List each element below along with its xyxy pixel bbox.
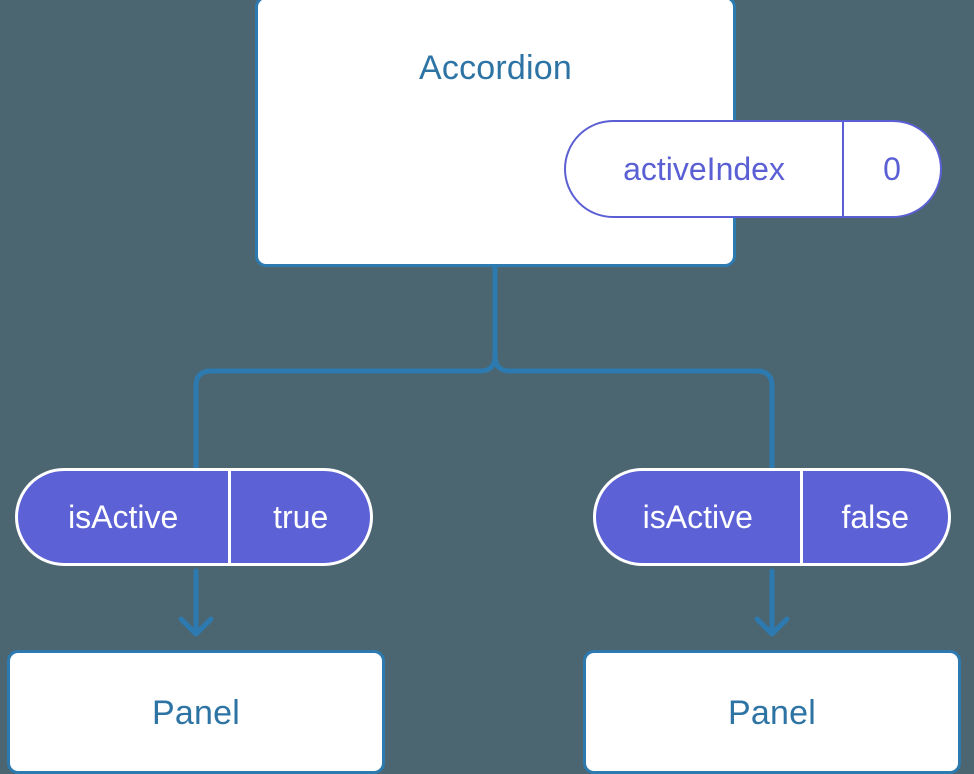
connector-branch-right bbox=[492, 263, 775, 471]
prop-pill-is-active-true[interactable]: isActive true bbox=[15, 468, 373, 566]
connector-branch-left bbox=[193, 263, 498, 471]
panel-card-left-title: Panel bbox=[152, 694, 240, 732]
arrow-left-pill-to-panel bbox=[178, 568, 214, 637]
panel-component-card-left[interactable]: Panel bbox=[7, 650, 385, 774]
prop-pill-is-active-false-value: false bbox=[841, 498, 910, 535]
accordion-card-title: Accordion bbox=[419, 49, 572, 87]
state-pill-active-index-value: 0 bbox=[883, 150, 901, 187]
arrow-right-pill-to-panel bbox=[754, 568, 790, 637]
panel-component-card-right[interactable]: Panel bbox=[583, 650, 961, 774]
prop-pill-is-active-true-key: isActive bbox=[18, 471, 232, 563]
prop-pill-is-active-false[interactable]: isActive false bbox=[593, 468, 951, 566]
state-pill-active-index[interactable]: activeIndex 0 bbox=[564, 120, 942, 218]
accordion-component-card[interactable]: Accordion activeIndex 0 bbox=[255, 0, 942, 267]
prop-pill-is-active-false-key: isActive bbox=[596, 471, 803, 563]
panel-card-right-title: Panel bbox=[728, 694, 816, 732]
prop-pill-is-active-true-value: true bbox=[273, 498, 329, 535]
state-pill-active-index-key: activeIndex bbox=[566, 122, 845, 216]
